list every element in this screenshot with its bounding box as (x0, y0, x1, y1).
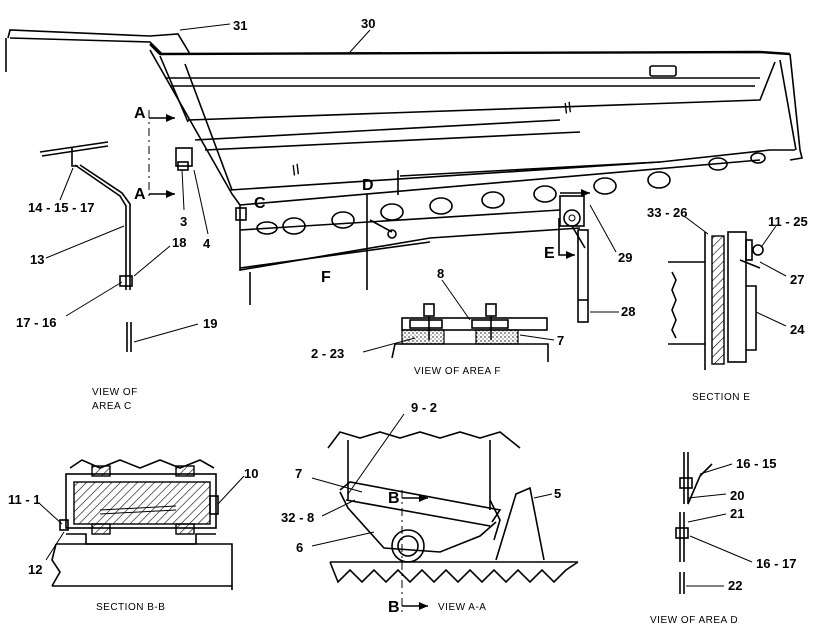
section-letter-a-top: A (134, 105, 146, 122)
callout-8: 8 (437, 266, 444, 281)
caption-section-e: SECTION E (692, 392, 750, 403)
callout-14-15-17: 14 - 15 - 17 (28, 200, 95, 215)
area-letter-d: D (362, 177, 374, 194)
section-letter-e: E (544, 245, 555, 262)
callout-5: 5 (554, 486, 561, 501)
callout-7-view-aa: 7 (295, 466, 302, 481)
caption-view-area-c-line1: VIEW OF (92, 387, 138, 398)
view-area-f (391, 303, 549, 362)
callout-32-8: 32 - 8 (281, 510, 314, 525)
callout-19: 19 (203, 316, 217, 331)
area-letter-c: C (254, 195, 266, 212)
callout-16-15: 16 - 15 (736, 456, 776, 471)
roman-mark-lower: II (289, 161, 302, 180)
callout-11-25: 11 - 25 (768, 214, 808, 229)
view-a-a (327, 431, 579, 612)
area-letter-f: F (321, 269, 331, 286)
section-letter-b-bottom: B (388, 599, 400, 616)
view-area-c (39, 141, 133, 352)
callout-4: 4 (203, 236, 211, 251)
callout-21: 21 (730, 506, 744, 521)
section-b-b (51, 459, 233, 590)
callout-3: 3 (180, 214, 187, 229)
caption-view-aa: VIEW A-A (438, 602, 486, 613)
callout-11-1: 11 - 1 (8, 492, 41, 507)
callout-10: 10 (244, 466, 258, 481)
callout-27: 27 (790, 272, 804, 287)
callout-24: 24 (790, 322, 805, 337)
callout-30: 30 (361, 16, 375, 31)
view-area-d (675, 452, 713, 594)
callout-22: 22 (728, 578, 742, 593)
section-letter-b-top: B (388, 490, 400, 507)
caption-view-area-f: VIEW OF AREA F (414, 366, 501, 377)
callout-12: 12 (28, 562, 42, 577)
roman-mark-upper: II (561, 99, 574, 118)
callout-29: 29 (618, 250, 632, 265)
callout-2-23: 2 - 23 (311, 346, 344, 361)
callout-28: 28 (621, 304, 635, 319)
callout-20: 20 (730, 488, 744, 503)
caption-section-bb: SECTION B-B (96, 602, 165, 613)
dump-body-main-view (5, 29, 803, 323)
callout-16-17: 16 - 17 (756, 556, 796, 571)
callout-9-2: 9 - 2 (411, 400, 437, 415)
caption-view-area-d: VIEW OF AREA D (650, 615, 738, 626)
caption-view-area-c-line2: AREA C (92, 401, 132, 412)
section-letter-a-bottom: A (134, 186, 146, 203)
callout-13: 13 (30, 252, 44, 267)
callout-18: 18 (172, 235, 186, 250)
callout-31: 31 (233, 18, 247, 33)
section-e (668, 231, 764, 370)
callout-33-26: 33 - 26 (647, 205, 687, 220)
callout-6: 6 (296, 540, 303, 555)
callout-7-area-f: 7 (557, 333, 564, 348)
callout-17-16: 17 - 16 (16, 315, 56, 330)
rail-bolts (256, 152, 766, 235)
